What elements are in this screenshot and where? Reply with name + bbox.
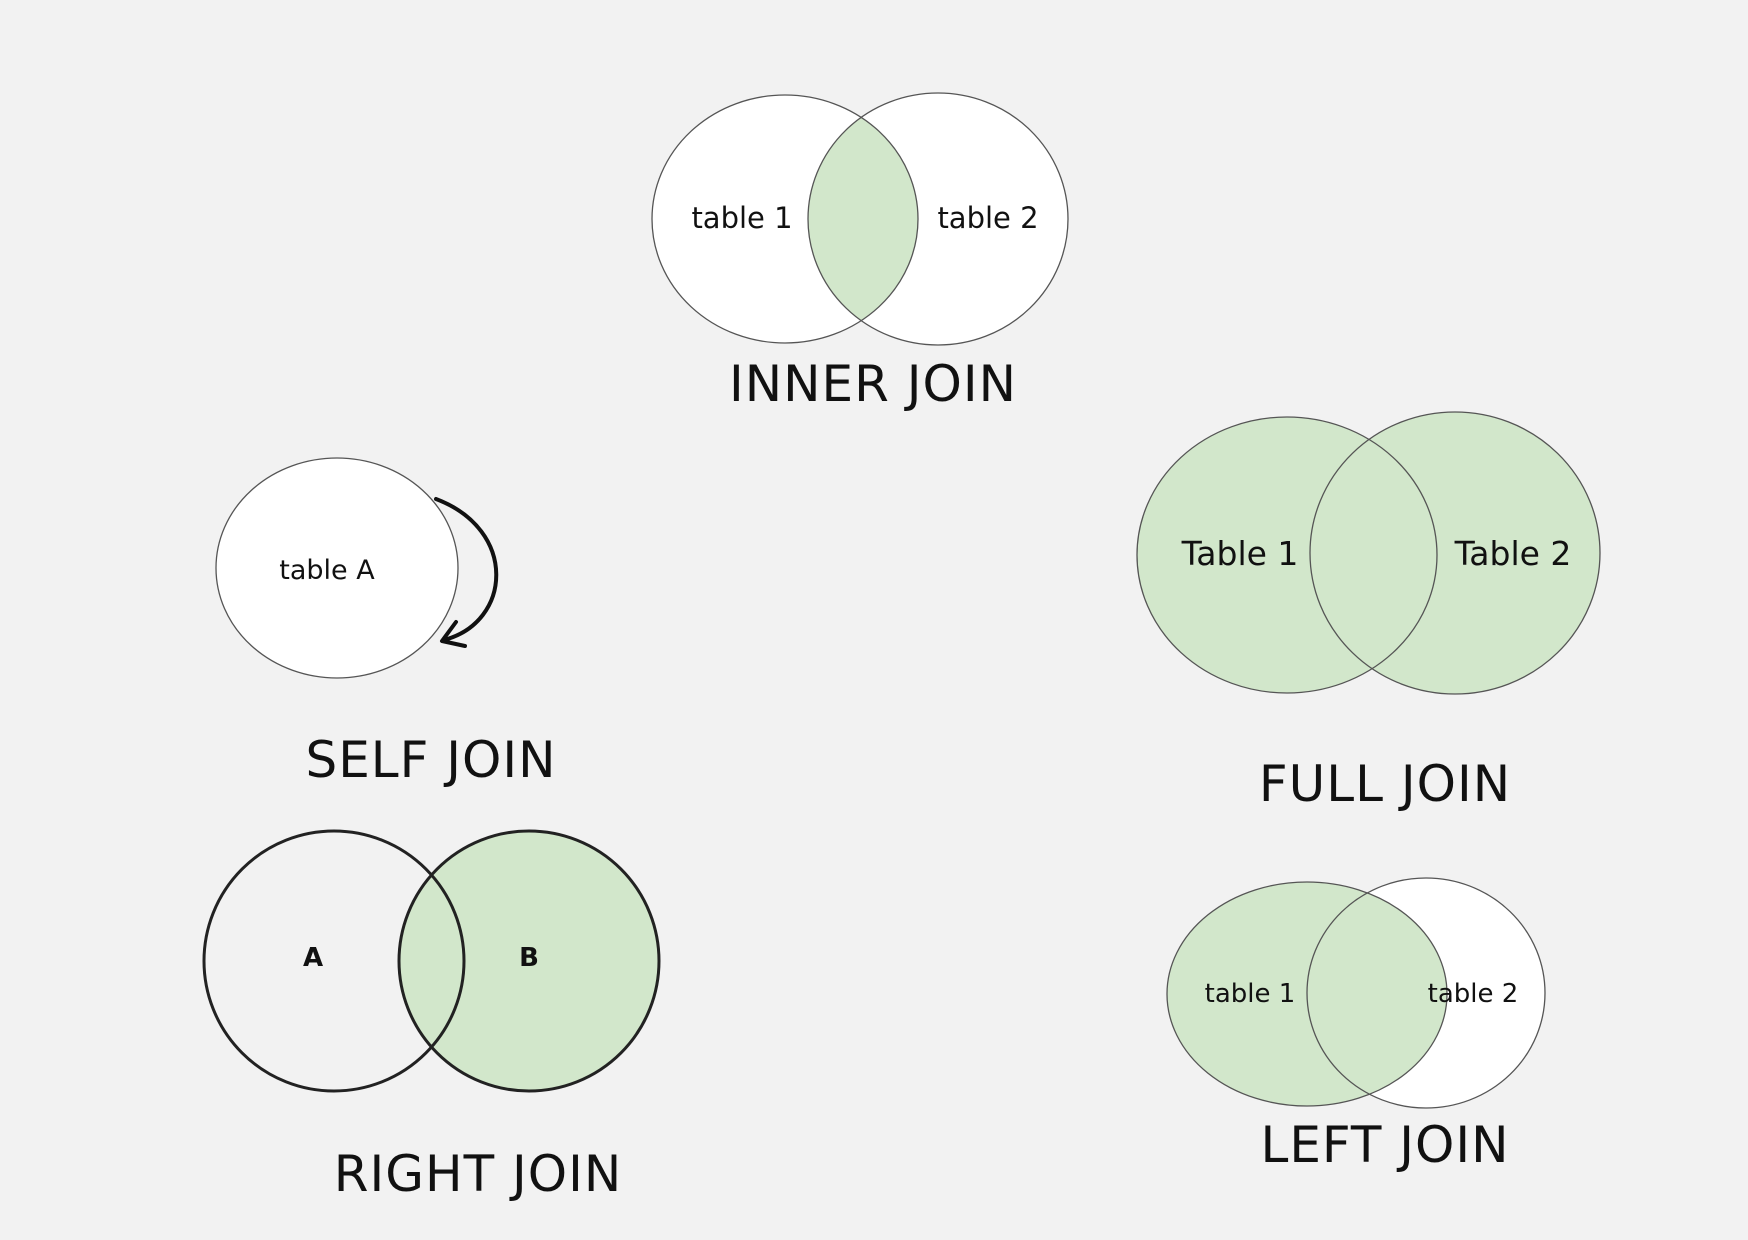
inner-join-right-label: table 2	[937, 201, 1038, 235]
full-join-left-label: Table 1	[1181, 534, 1299, 573]
full-join-diagram: Table 1 Table 2 FULL JOIN	[1136, 411, 1601, 813]
full-join-right-circle	[1310, 412, 1600, 694]
inner-join-title: INNER JOIN	[729, 355, 1017, 413]
inner-join-diagram: table 1 table 2 INNER JOIN	[651, 92, 1069, 413]
self-join-title: SELF JOIN	[305, 731, 556, 789]
left-join-left-label: table 1	[1205, 979, 1296, 1009]
right-join-left-circle	[204, 831, 464, 1091]
right-join-diagram: A B RIGHT JOIN	[202, 829, 661, 1203]
left-join-intersection	[1307, 882, 1447, 1106]
full-join-right-label: Table 2	[1454, 534, 1572, 573]
right-join-title: RIGHT JOIN	[334, 1145, 623, 1203]
self-join-circle	[215, 457, 459, 679]
curved-arrow-icon	[434, 497, 499, 648]
full-join-title: FULL JOIN	[1259, 755, 1511, 813]
left-join-right-label: table 2	[1428, 979, 1519, 1009]
right-join-right-label: B	[519, 943, 539, 973]
right-join-left-label: A	[303, 943, 323, 973]
inner-join-left-label: table 1	[691, 201, 792, 235]
self-join-label: table A	[279, 555, 375, 586]
self-join-diagram: table A SELF JOIN	[215, 457, 556, 789]
right-join-right-circle	[399, 831, 659, 1091]
left-join-title: LEFT JOIN	[1260, 1116, 1509, 1174]
inner-join-intersection	[808, 95, 918, 343]
left-join-diagram: table 1 table 2 LEFT JOIN	[1166, 877, 1546, 1174]
